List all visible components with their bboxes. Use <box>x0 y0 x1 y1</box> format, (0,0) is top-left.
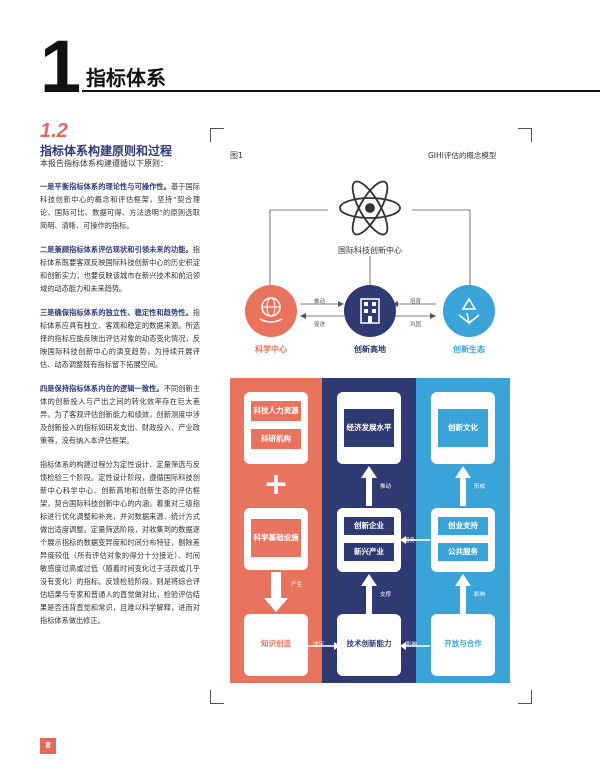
principle-body: 不同创新主体的创新投入与产出之间的转化效率存在巨大差异，为了客观评估创新能力和绩… <box>40 384 200 445</box>
ecology-mid-panel: 创业支持 公共服务 <box>431 508 495 572</box>
box-innovative-enterprise: 创新企业 <box>343 516 395 536</box>
plus-sign: + <box>263 467 289 502</box>
box-innovation-culture: 创新文化 <box>437 408 489 448</box>
label-form: 形成 <box>474 484 486 490</box>
science-top-panel: 科技人力资源 科研机构 <box>244 392 308 464</box>
science-mid-panel: 科学基础设施 <box>244 508 308 570</box>
label-promote: 促进 <box>314 322 326 328</box>
node-innovation-ecology <box>443 285 495 337</box>
ecology-top-panel: 创新文化 <box>431 392 495 464</box>
box-startup-support: 创业支持 <box>437 516 489 536</box>
highland-bottom-panel: 技术创新能力 <box>337 614 401 676</box>
principle-4: 四是保持指标体系内在的逻辑一致性。不同创新主体的创新投入与产出之间的转化效率存在… <box>40 382 200 447</box>
section-title: 指标体系构建原则和过程 <box>40 144 173 158</box>
figure-bracket-bl <box>210 690 224 704</box>
label-produce: 产生 <box>291 582 303 588</box>
label-drive: 推动 <box>314 299 326 305</box>
principle-3: 三是确保指标体系的独立性、稳定性和趋势性。指标体系应具有独立、客观和稳定的数据来… <box>40 306 200 371</box>
ecology-bottom-panel: 开放与合作 <box>431 614 495 676</box>
box-knowledge-creation: 知识创造 <box>261 639 291 648</box>
building-icon <box>360 298 380 324</box>
principle-head: 三是确保指标体系的独立性、稳定性和趋势性。 <box>40 308 193 317</box>
principle-2: 二是兼顾指标体系评估现状和引领未来的功能。指标体系既要客观反映国际科技创新中心的… <box>40 243 200 295</box>
process-text: 指标体系的构建过程分为定性设计、定量筛选与反馈检验三个阶段。定性设计阶段，遵循国… <box>40 460 200 625</box>
arrow-down-red <box>264 572 288 612</box>
principle-head: 二是兼顾指标体系评估现状和引领未来的功能。 <box>40 245 193 254</box>
principle-head: 一是平衡指标体系的理论性与可操作性。 <box>40 182 171 191</box>
label-influence: 影响 <box>474 592 486 598</box>
node-innovation-highland <box>344 285 396 337</box>
chapter-number: 1 <box>40 25 82 108</box>
arrow-up-navy-top <box>361 466 377 506</box>
box-tech-talent: 科技人力资源 <box>250 400 302 422</box>
box-tech-innovation: 技术创新能力 <box>346 639 392 648</box>
figure-bracket-tl <box>210 128 224 142</box>
box-emerging-industry: 新兴产业 <box>343 542 395 562</box>
box-science-infrastructure: 科学基础设施 <box>250 518 302 558</box>
section-intro: 本报告指标体系构建遵循以下原则： <box>40 159 168 168</box>
arrow-up-navy-bottom <box>361 574 377 614</box>
node-science-center <box>245 285 297 337</box>
label-support: 支撑 <box>380 592 392 598</box>
principle-body: 基于国际科技创新中心的概念和评估框架，坚持“契合理论、国际可比、数据可得、方法透… <box>40 182 200 230</box>
highland-mid-panel: 创新企业 新兴产业 <box>337 508 401 572</box>
figure-bracket-tr <box>518 128 532 142</box>
label-decide: 决定 <box>313 642 325 648</box>
principle-body: 指标体系既要客观反映国际科技创新中心的历史积淀和创新实力，也要反映该城市在新兴技… <box>40 245 200 293</box>
section-number: 1.2 <box>40 120 68 142</box>
box-public-service: 公共服务 <box>437 542 489 562</box>
handshake-globe-icon <box>259 297 283 323</box>
node-label-science: 科学中心 <box>255 345 287 354</box>
label-impact: 影响 <box>406 642 418 648</box>
horizontal-connectors <box>308 536 430 650</box>
principle-body: 指标体系应具有独立、客观和稳定的数据来源。所选择的指标应能反映出评估对象的动态变… <box>40 308 200 369</box>
figure-label: 图1 <box>230 151 244 160</box>
figure-bracket-br <box>518 690 532 704</box>
figure-title: GIHI评估的概念模型 <box>428 151 497 160</box>
atom-icon <box>339 180 401 236</box>
label-service: 服务 <box>404 538 416 544</box>
body-text: 一是平衡指标体系的理论性与可操作性。基于国际科技创新中心的概念和评估框架，坚持“… <box>40 180 200 638</box>
node-label-ecology: 创新生态 <box>453 345 485 354</box>
chapter-title: 指标体系 <box>86 66 166 90</box>
box-research-institution: 科研机构 <box>250 428 302 450</box>
cycle-icon <box>458 297 480 325</box>
chapter-rule <box>82 90 600 92</box>
box-open-cooperation: 开放与合作 <box>444 639 482 648</box>
principle-head: 四是保持指标体系内在的逻辑一致性。 <box>40 384 164 393</box>
arrow-up-blue-top <box>455 466 471 506</box>
page-number: 8 <box>40 738 56 754</box>
box-economic-level: 经济发展水平 <box>343 408 395 448</box>
diagram-top-svg <box>269 180 471 319</box>
label-push: 推动 <box>380 484 392 490</box>
center-label: 国际科技创新中心 <box>320 245 420 256</box>
node-label-highland: 创新高地 <box>354 345 386 354</box>
science-bottom-panel: 知识创造 <box>244 614 308 676</box>
arrow-up-blue-bottom <box>455 574 471 614</box>
principle-1: 一是平衡指标体系的理论性与可操作性。基于国际科技创新中心的概念和评估框架，坚持“… <box>40 180 200 232</box>
label-consolidate: 巩固 <box>410 322 422 328</box>
highland-top-panel: 经济发展水平 <box>337 392 401 464</box>
label-cultivate: 培育 <box>410 299 422 305</box>
